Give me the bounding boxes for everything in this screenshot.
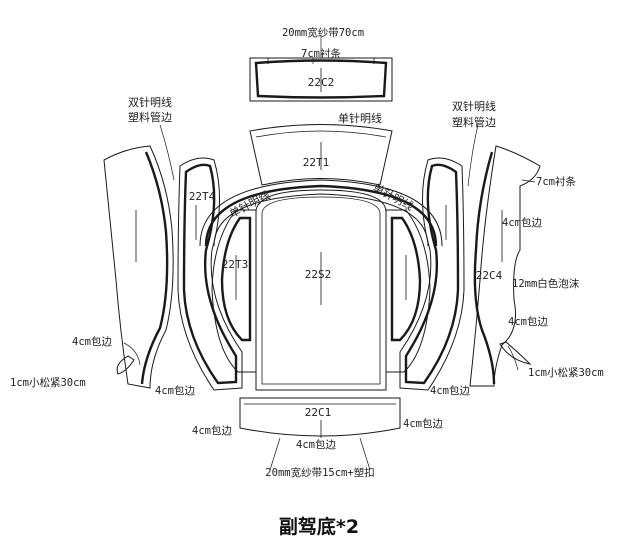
label-double-stitch-left: 双针明线: [128, 95, 172, 109]
piece-22c2: 22C2: [249, 57, 393, 102]
label-22c4: 22C4: [476, 269, 503, 282]
label-double-stitch-right: 双针明线: [452, 99, 496, 113]
piece-22s2: 22S2: [255, 189, 387, 391]
label-wrap-bottom-right: 4cm包边: [403, 417, 443, 430]
label-22t4: 22T4: [189, 190, 216, 203]
label-wrap-bottom-left: 4cm包边: [192, 424, 232, 437]
label-wrap-bottom-center: 4cm包边: [296, 438, 336, 451]
piece-22c1: 22C1: [239, 397, 401, 438]
label-wrap-left-mid: 4cm包边: [72, 335, 112, 348]
label-wrap-right-upper: 4cm包边: [502, 216, 542, 229]
label-lining-right: 7cm衬条: [536, 175, 576, 188]
piece-22t3: 22T3: [211, 209, 257, 373]
elastic-left: [116, 355, 135, 375]
label-foam-right: 12mm白色泡沫: [512, 277, 580, 290]
piece-22t4: 22T4: [177, 157, 243, 391]
label-top-lining: 7cm衬条: [301, 47, 341, 60]
label-22t3: 22T3: [222, 258, 249, 271]
label-wrap-right-low: 4cm包边: [430, 384, 470, 397]
piece-left-outer: [103, 145, 174, 389]
label-single-stitch-top: 单针明线: [338, 111, 382, 125]
label-piping-left: 塑料管边: [128, 110, 172, 124]
label-bottom-band: 20mm宽纱带15cm+塑扣: [265, 466, 374, 479]
label-elastic-right: 1cm小松紧30cm: [528, 366, 604, 379]
arch-frame: [199, 179, 443, 247]
piece-22t1: 22T1: [249, 124, 393, 186]
label-22t1: 22T1: [303, 156, 330, 169]
label-22c2: 22C2: [308, 76, 335, 89]
label-wrap-left-low: 4cm包边: [155, 384, 195, 397]
diagram-caption: 副驾底*2: [278, 516, 360, 538]
piece-right-inner: [385, 209, 431, 373]
leader-lines: [123, 36, 536, 471]
label-22s2: 22S2: [305, 268, 332, 281]
label-elastic-left: 1cm小松紧30cm: [10, 376, 86, 389]
label-22c1: 22C1: [305, 406, 332, 419]
label-piping-right: 塑料管边: [452, 115, 496, 129]
piece-right-curved: [399, 157, 465, 391]
label-top-band: 20mm宽纱带70cm: [282, 26, 364, 39]
elastic-right: [499, 341, 532, 365]
label-wrap-right-mid: 4cm包边: [508, 315, 548, 328]
